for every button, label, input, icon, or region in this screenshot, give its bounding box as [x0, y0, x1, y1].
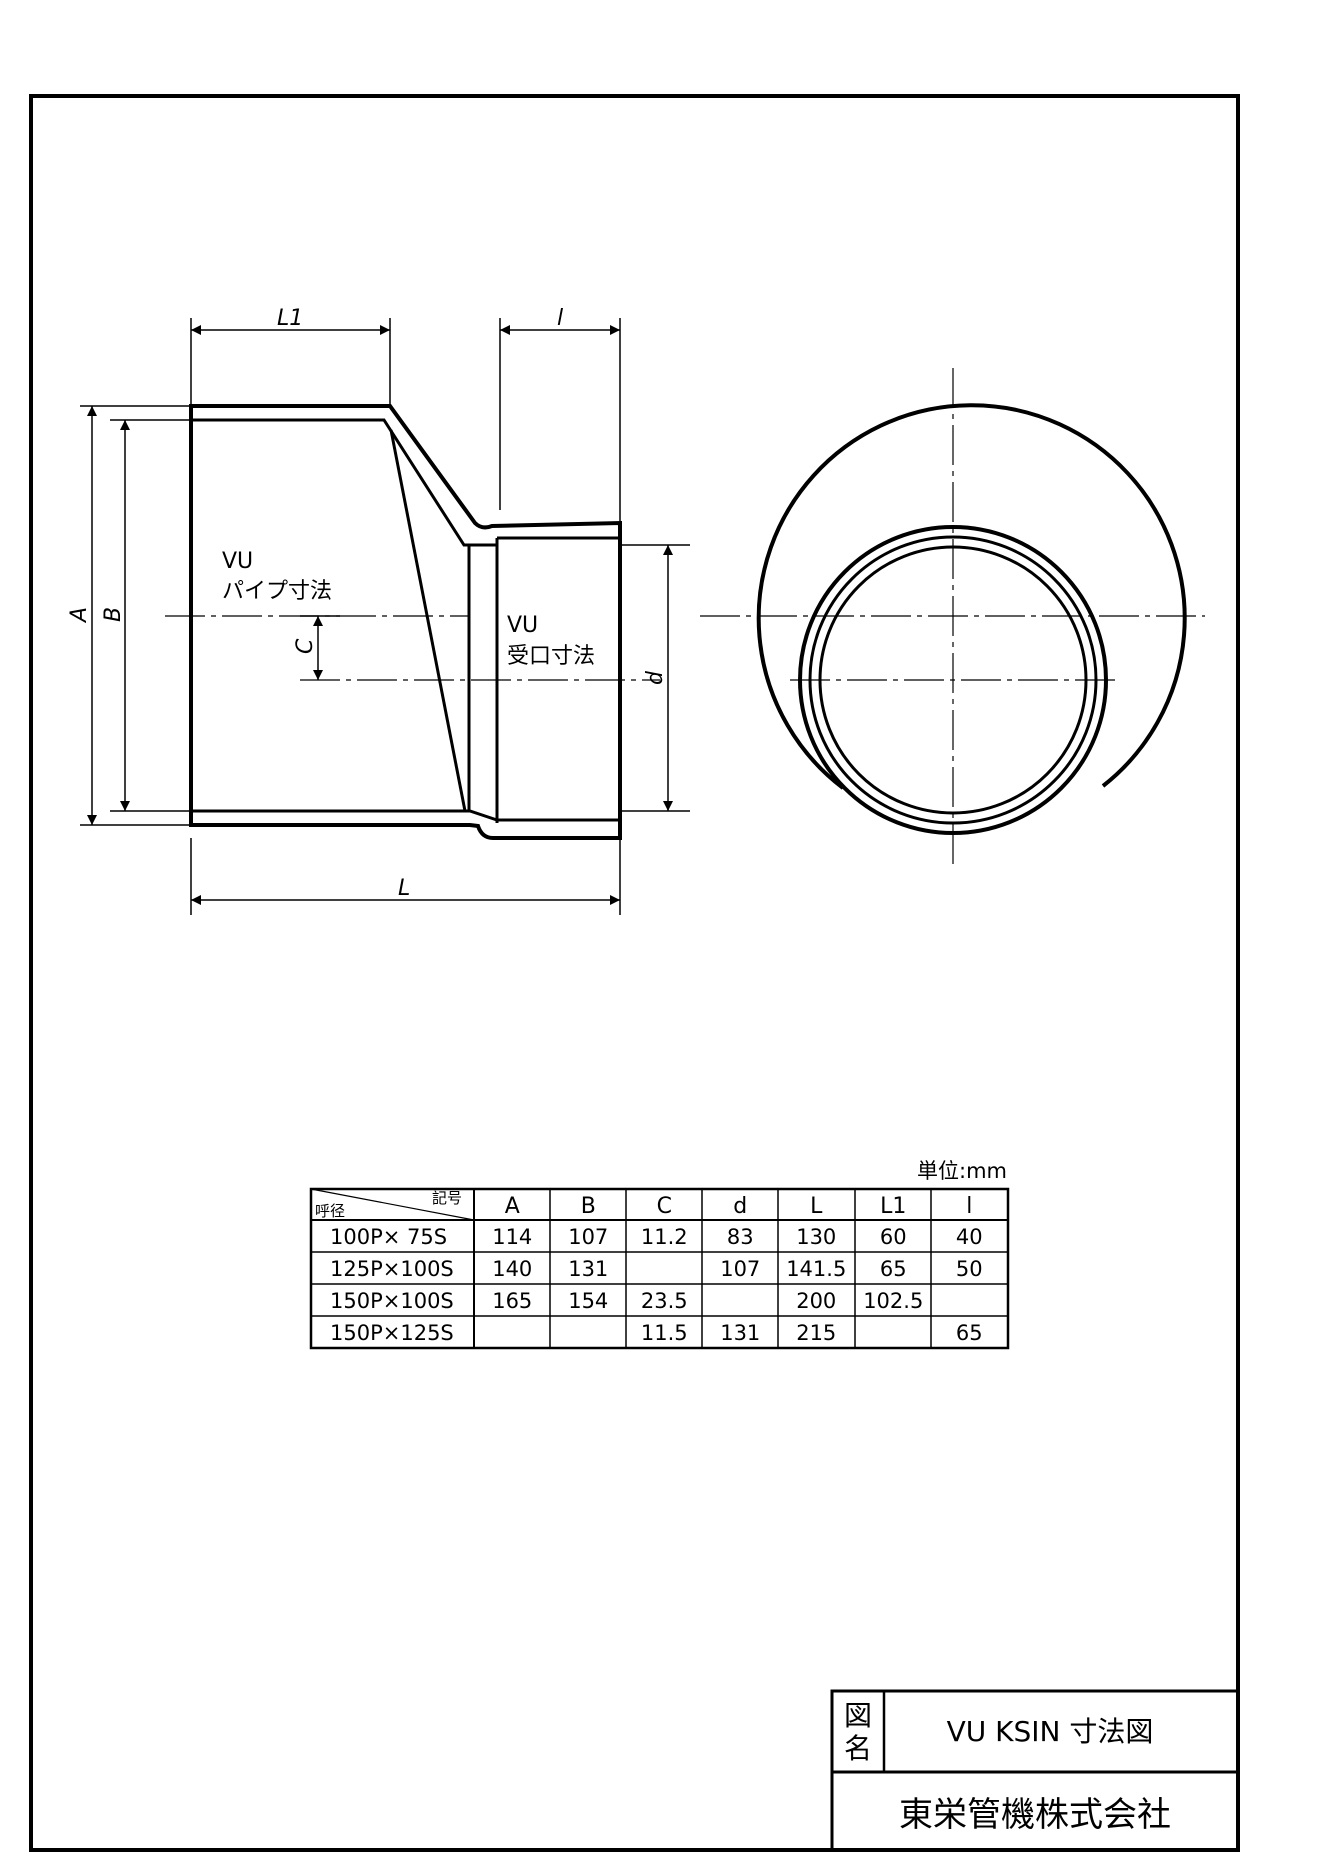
pipe-label-line1: VU	[222, 549, 253, 574]
table-cell: 65	[880, 1257, 907, 1281]
table-cell: 65	[956, 1321, 983, 1345]
table-cell: 50	[956, 1257, 983, 1281]
table-header-d: d	[733, 1194, 747, 1219]
table-header-A: A	[505, 1194, 520, 1219]
table-row-name: 100P× 75S	[330, 1225, 447, 1249]
pipe-label-line2: パイプ寸法	[222, 579, 332, 604]
end-view	[700, 368, 1205, 866]
table-header-C: C	[657, 1194, 672, 1219]
table-row-name: 150P×125S	[330, 1321, 454, 1345]
table-cell: 215	[796, 1321, 836, 1345]
dim-L1-label: L1	[277, 306, 303, 331]
table-cell: 165	[492, 1289, 532, 1313]
table-rows: 100P× 75S 114 107 11.2 83 130 60 40 125P×100S 140…	[330, 1225, 983, 1345]
table-header-L1: L1	[880, 1194, 906, 1219]
title-label-char2: 名	[844, 1732, 872, 1765]
dim-l-label: l	[557, 306, 563, 331]
table-cell: 60	[880, 1225, 907, 1249]
table-cell: 131	[720, 1321, 760, 1345]
dim-L-label: L	[398, 876, 410, 901]
dim-B-label: B	[101, 607, 126, 622]
dim-C-label: C	[293, 638, 318, 654]
table-row-name: 150P×100S	[330, 1289, 454, 1313]
table-cell: 107	[720, 1257, 760, 1281]
corner-top-label: 記号	[432, 1189, 462, 1207]
drawing-name: VU KSIN 寸法図	[947, 1715, 1154, 1748]
table-header-l: l	[966, 1194, 972, 1219]
sheet-border	[29, 94, 1240, 1852]
dim-d-label: d	[643, 670, 668, 685]
socket-label-line2: 受口寸法	[507, 644, 595, 669]
table-header-L: L	[810, 1194, 823, 1219]
table-cell: 130	[796, 1225, 836, 1249]
table-row-name: 125P×100S	[330, 1257, 454, 1281]
table-cell: 107	[568, 1225, 608, 1249]
table-cell: 40	[956, 1225, 983, 1249]
side-view	[80, 318, 690, 915]
table-cell: 154	[568, 1289, 608, 1313]
table-cell: 23.5	[641, 1289, 688, 1313]
title-label-char1: 図	[844, 1699, 872, 1732]
fitting-outer-contour	[189, 404, 622, 840]
taper-line	[389, 429, 467, 812]
company-name: 東栄管機株式会社	[899, 1795, 1171, 1835]
table-cell: 114	[492, 1225, 532, 1249]
dim-A-label: A	[67, 607, 92, 624]
table-cell: 102.5	[863, 1289, 923, 1313]
table-header-B: B	[581, 1194, 596, 1219]
pipe-inner-top	[191, 418, 497, 547]
table-cell: 11.2	[641, 1225, 688, 1249]
socket-label-line1: VU	[507, 613, 538, 638]
table-cell: 200	[796, 1289, 836, 1313]
table-cell: 11.5	[641, 1321, 688, 1345]
table-cell: 83	[727, 1225, 754, 1249]
table-cell: 141.5	[786, 1257, 846, 1281]
title-block	[830, 1689, 1240, 1852]
outer-circle	[756, 403, 1187, 790]
unit-label: 単位:mm	[917, 1159, 1007, 1183]
table-cell: 131	[568, 1257, 608, 1281]
spec-table	[309, 1187, 1010, 1350]
table-cell: 140	[492, 1257, 532, 1281]
corner-bottom-label: 呼径	[315, 1202, 345, 1220]
pipe-inner-bottom	[191, 809, 620, 822]
